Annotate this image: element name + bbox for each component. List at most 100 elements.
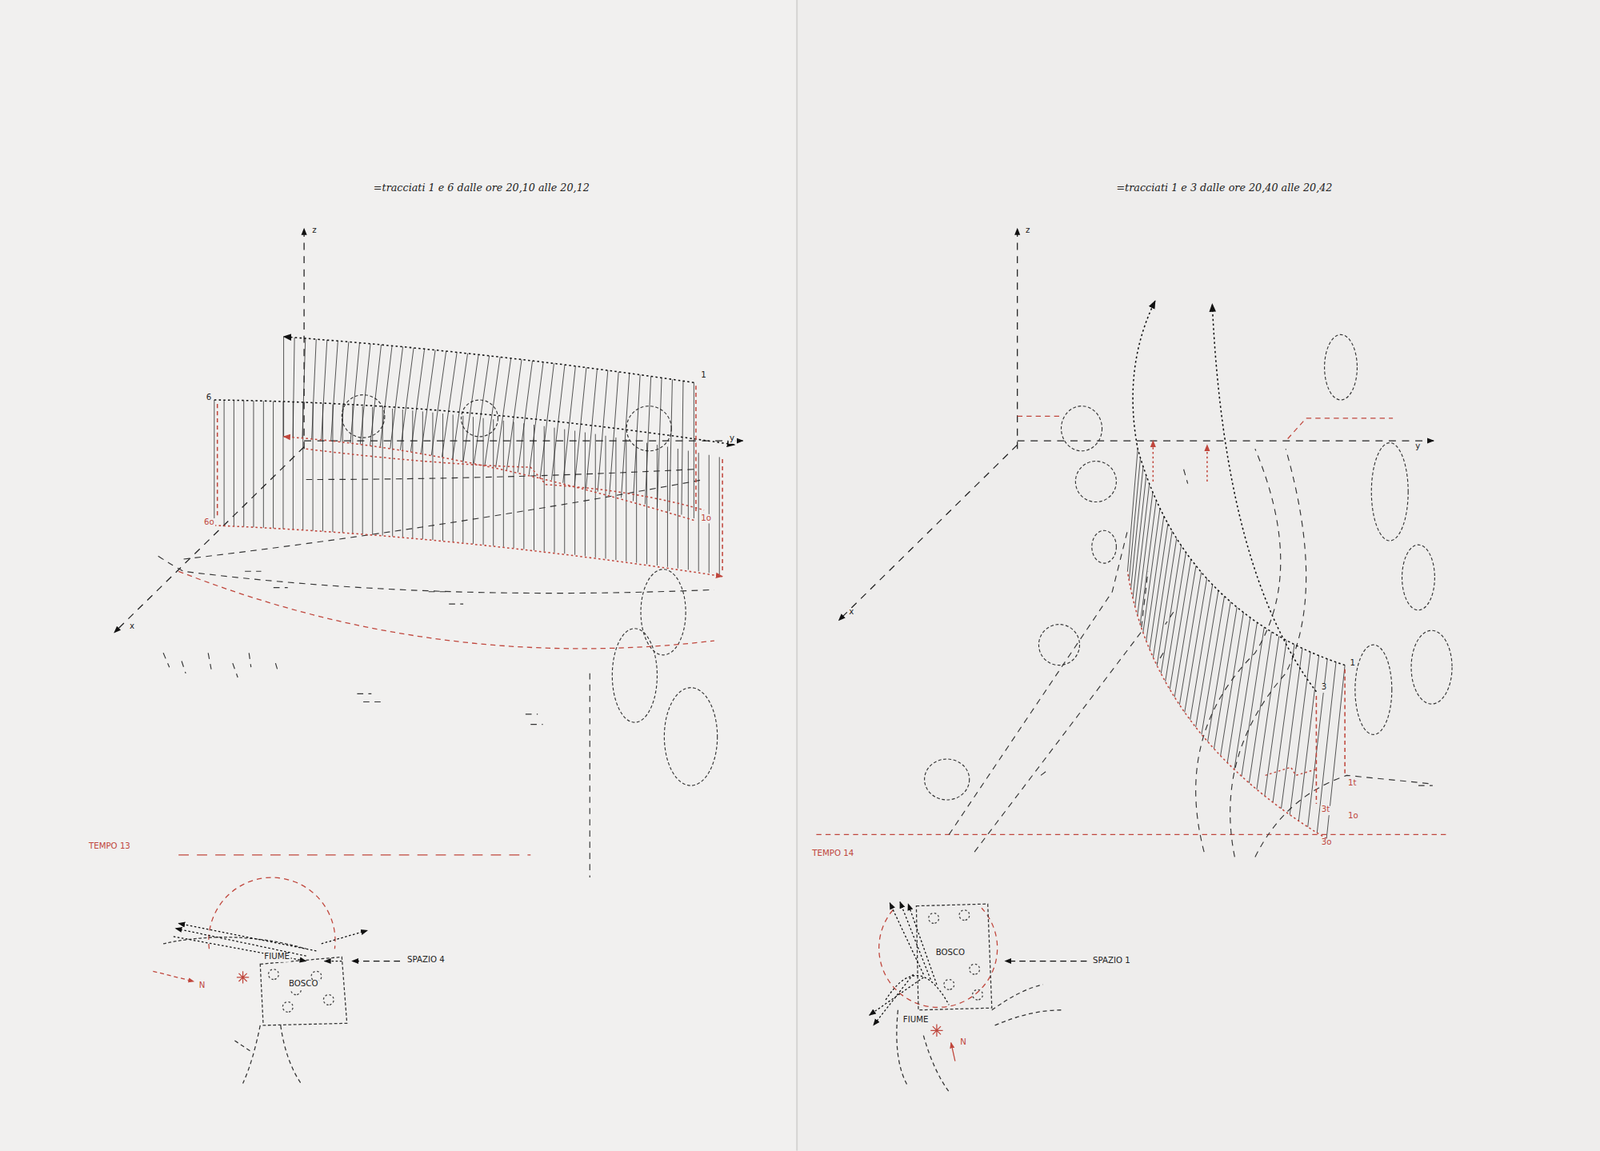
fence-hatching-part [243,400,244,528]
fence-hatching-part [1169,559,1191,690]
fence-hatching-part [1135,484,1150,608]
trees-right-part [1075,461,1116,503]
fence-hatching-part [1127,448,1138,572]
fence-hatching-part [1220,612,1244,756]
fence-hatching-part [1152,531,1172,658]
fence-hatching-part [646,443,648,565]
path-number: 1 [1348,659,1356,668]
fence-hatching-part [644,376,651,505]
fence-hatching-part [263,400,264,528]
paths-right-part [1344,669,1346,776]
road-right [948,448,1433,857]
fence-hatching-part [350,343,360,444]
river-edge-left [178,571,715,649]
fence-hatching-part [282,401,284,529]
map-left-part [178,923,316,951]
fence-hatching-part [1140,500,1156,624]
map-right-part [928,910,984,1000]
fence-hatching-part [382,408,384,536]
fence-hatching-part [688,451,689,571]
map-right [869,902,1088,1092]
road-right-part [974,571,1148,852]
paths-left-part [695,385,697,512]
fence-hatching-part [513,422,515,549]
trees-right-part [1355,644,1392,735]
fence-hatching-part [272,401,274,529]
axes-left [114,228,744,633]
fence-hatching-part [233,400,235,527]
fence-hatching-part [312,339,317,440]
map-right-part [879,908,998,1008]
fence-hatching-part [302,402,304,530]
path-number: 1o [700,514,712,524]
path-number: 1t [1347,779,1358,788]
fence-hatching-part [452,414,454,542]
fence-hatching-part [372,407,373,536]
trees-left [341,395,717,787]
fence-hatching-part [574,431,576,556]
fence-hatching-part [1281,648,1303,809]
fence-hatching-part [472,416,474,544]
fence-hatching-part [564,429,565,555]
axes-right-part [838,444,1017,620]
map-left-part [175,928,306,956]
fence-hatching-part [506,359,522,470]
fence-hatching-part [213,400,215,526]
trees-right [924,334,1452,800]
axes-right-part [1017,440,1434,441]
axes-right [838,228,1434,621]
paths-left-part [721,459,724,572]
map-left-part [352,960,400,962]
trees-right-part [1092,530,1117,564]
fence-hatching-part [1190,584,1213,720]
path-number: 1o [1347,812,1360,821]
road-right-part [1196,448,1281,852]
fence-hatching-part [584,432,586,557]
path-number: 6 [204,393,212,403]
fence-hatching-part [422,411,424,539]
fence-hatching [214,336,720,575]
map-label: FIUME [902,1016,930,1025]
terrain-left-part [589,673,591,878]
spazio-label: SPAZIO 4 [406,956,446,965]
map-left-part [260,956,347,1025]
terrain-left-part [163,652,279,678]
fence-hatching-part [693,382,695,519]
map-right-part [869,977,924,1016]
tempo-line [178,854,531,856]
trees-right-part [1411,630,1452,704]
north-label: N [959,1038,968,1048]
path-number: 3 [1320,684,1328,693]
paths-right-part [1212,304,1316,692]
fence-hatching-part [392,408,393,537]
fence-hatching-part [321,340,328,440]
fence-hatching-part [533,424,535,551]
fence-hatching-part [442,413,444,541]
fence-hatching-part [667,447,668,568]
fence-hatching-part [1298,656,1319,822]
fence-hatching-part [698,452,700,572]
terrain-left-part [244,571,543,724]
map-label: BOSCO [288,980,320,990]
fence-hatching-part [523,423,524,549]
map-left-part [163,937,307,950]
ground-right [816,416,1449,835]
trees-left-part [612,628,657,723]
paths-right-part [1132,300,1345,665]
fence-hatching-part [342,404,344,533]
fence-hatching-part [1272,644,1295,803]
fence-hatching-part [681,380,684,515]
fence-hatching-part [370,344,382,446]
paths-right-part [1316,696,1318,804]
fence-hatching-part [540,363,554,478]
map-label: FIUME [263,952,291,962]
trees-right-part [1061,406,1103,452]
fence-hatching-part [224,400,225,526]
tempo-label: TEMPO 14 [811,849,855,859]
sheets-part [0,0,797,1151]
axis-label: z [1024,226,1032,236]
heading-note: =tracciati 1 e 6 dalle ore 20,10 alle 20… [372,181,592,193]
fence-hatching-part [492,419,494,546]
fence-hatching-part [1149,524,1168,650]
heading-note: =tracciati 1 e 3 dalle ore 20,40 alle 20… [1115,181,1334,193]
